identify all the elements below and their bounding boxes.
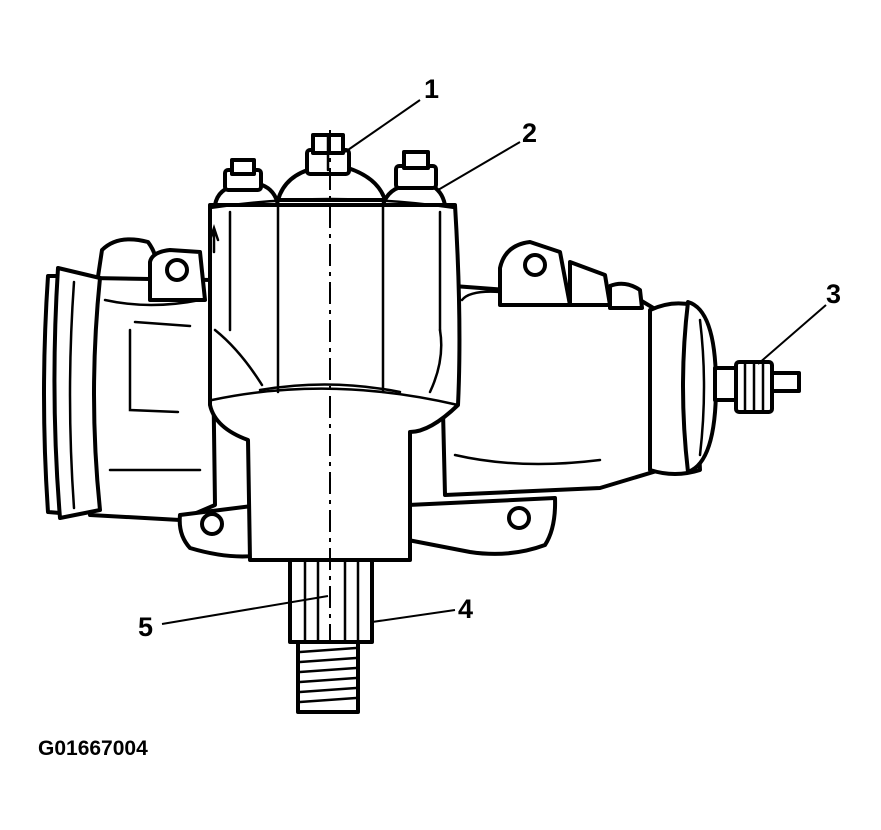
- callout-5: 5: [138, 612, 153, 642]
- callout-1: 1: [424, 74, 439, 104]
- right-end-cover: [648, 300, 718, 476]
- leader-line-4: [371, 609, 456, 623]
- lower-left-mounting-ear: [177, 503, 264, 559]
- leader-line-5: [161, 595, 329, 625]
- input-shaft: [713, 360, 801, 414]
- leader-line-1: [344, 99, 421, 153]
- callout-3: 3: [826, 279, 841, 309]
- leader-line-3: [757, 304, 827, 365]
- top-band: [208, 197, 457, 210]
- upper-left-mounting-ear: [148, 248, 207, 302]
- callout-2: 2: [522, 118, 537, 148]
- leader-line-2: [437, 141, 521, 191]
- top-left-bolt: [213, 158, 280, 207]
- right-housing: [438, 240, 662, 497]
- arrow-mark: [208, 224, 220, 254]
- top-right-bolt: [381, 150, 447, 207]
- callout-4: 4: [458, 594, 473, 624]
- adjuster-stud: [276, 133, 387, 202]
- left-end-housing: [42, 237, 217, 522]
- lower-right-mounting-ear: [406, 496, 558, 556]
- center-housing: [208, 203, 462, 562]
- figure-id: G01667004: [38, 737, 148, 760]
